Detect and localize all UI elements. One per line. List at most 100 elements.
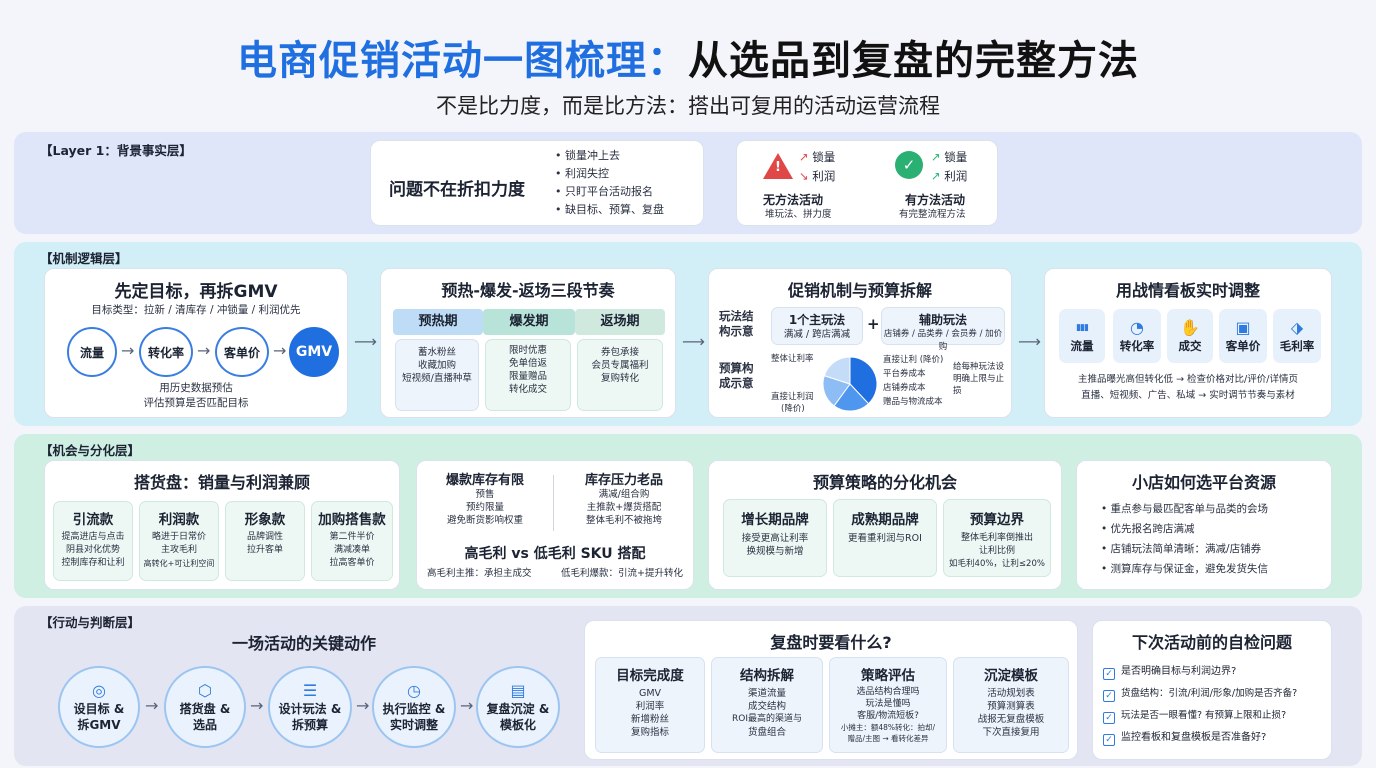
item-profit: 利润款 略进于日常价 主攻毛利 高转化+可让利空间 bbox=[139, 501, 219, 581]
old-block: 库存压力老品 满减/组合购 主推款+爆货搭配 整体毛利不被拖垮 bbox=[584, 473, 663, 526]
metric-margin: ⬗毛利率 bbox=[1273, 309, 1321, 363]
small-shop-bullet: • 测算库存与保证金，避免发货失信 bbox=[1101, 563, 1269, 575]
target-icon: ◎ bbox=[92, 681, 106, 700]
opportunity-label: 【机会与分化层】 bbox=[40, 443, 141, 458]
checkbox-icon: ✓ bbox=[1103, 668, 1115, 680]
pie-left-label-2: 直接让利润 bbox=[771, 392, 814, 402]
good-title: 有方法活动 bbox=[905, 193, 966, 207]
small-shop-card: 小店如何选平台资源 • 重点参与最匹配客单与品类的会场 • 优先报名跨店满减 •… bbox=[1076, 460, 1332, 590]
small-shop-title: 小店如何选平台资源 bbox=[1131, 473, 1276, 492]
metric-traffic: ▮▮▮流量 bbox=[1059, 309, 1105, 363]
mature-brand: 成熟期品牌 更看重利润与ROI bbox=[833, 499, 937, 577]
metric-conversion: ◔转化率 bbox=[1113, 309, 1161, 363]
main-play-box: 1个主玩法 满减 / 跨店满减 bbox=[771, 307, 863, 345]
warning-mark: ! bbox=[775, 160, 781, 175]
pie-left-label-3: (降价) bbox=[781, 404, 805, 414]
phase-return-body: 券包承接 会员专属福利 复购转化 bbox=[577, 339, 663, 411]
assortment-title: 搭货盘：销量与利润兼顾 bbox=[133, 473, 310, 492]
phase-warmup-body: 蓄水粉丝 收藏加购 短视频/直播种草 bbox=[395, 339, 479, 411]
flow-gmv: GMV bbox=[289, 327, 339, 377]
pie-slice bbox=[833, 383, 870, 412]
goal-types: 目标类型：拉新 / 清库存 / 冲锁量 / 利润优先 bbox=[91, 304, 301, 316]
pie-legend-item: 平台券成本 bbox=[883, 369, 926, 379]
metric-deal: ✋成交 bbox=[1167, 309, 1213, 363]
bad-desc: 堆玩法、拼力度 bbox=[765, 209, 832, 220]
dashboard-card: 用战情看板实时调整 ▮▮▮流量 ◔转化率 ✋成交 ▣客单价 ⬗毛利率 主推品曝光… bbox=[1044, 268, 1332, 418]
divider bbox=[553, 475, 554, 531]
bar-chart-icon: ▮▮▮ bbox=[1076, 323, 1089, 333]
step-set-goal: ◎设目标 &拆GMV bbox=[58, 666, 140, 748]
step-arrow: → bbox=[145, 696, 159, 715]
structure-label: 玩法结构示意 bbox=[719, 309, 754, 338]
budget-title: 促销机制与预算拆解 bbox=[787, 281, 932, 300]
phase-return-header: 返场期 bbox=[575, 309, 665, 335]
problem-bullet: • 缺目标、预算、复盘 bbox=[555, 203, 664, 216]
problem-bullet: • 锁量冲上去 bbox=[555, 149, 620, 162]
budget-side-note: 给每种玩法设明确上限与止损 bbox=[953, 362, 1005, 396]
budget-structure-label: 预算构成示意 bbox=[719, 361, 754, 390]
clock-icon: ◷ bbox=[407, 681, 421, 700]
step-arrow: → bbox=[460, 696, 474, 715]
checklist-item: ✓监控看板和复盘模板是否准备好? bbox=[1103, 727, 1331, 749]
section-arrow: ⟶ bbox=[682, 332, 705, 351]
budget-pie bbox=[822, 356, 878, 412]
section-arrow: ⟶ bbox=[1018, 332, 1041, 351]
sku-left: 高毛利主推：承担主成交 bbox=[427, 568, 532, 579]
pie-slice bbox=[849, 356, 878, 405]
review-card: 复盘时要看什么? 目标完成度 GMV 利润率 新增粉丝 复购指标 结构拆解 渠道… bbox=[584, 620, 1078, 760]
pie-chart-icon: ◔ bbox=[1130, 318, 1144, 337]
layer1-label: 【Layer 1：背景事实层】 bbox=[40, 143, 192, 158]
pie-left-label-1: 整体让利率 bbox=[771, 354, 814, 364]
dashboard-title: 用战情看板实时调整 bbox=[1115, 281, 1260, 300]
cash-icon: ▣ bbox=[1235, 318, 1251, 337]
pie-legend-item: 直接让利 (降价) bbox=[883, 355, 944, 365]
checklist-item: ✓是否明确目标与利润边界? bbox=[1103, 661, 1331, 683]
goal-note1: 用历史数据预估 bbox=[159, 382, 233, 394]
item-addon: 加购搭售款 第二件半价 满减凑单 拉高客单价 bbox=[311, 501, 393, 581]
flow-arrow: → bbox=[121, 341, 135, 360]
goal-title: 先定目标，再拆GMV bbox=[114, 282, 278, 302]
good-up: ↗ 锁量 bbox=[931, 150, 968, 164]
strategy-title: 预算策略的分化机会 bbox=[812, 473, 957, 492]
rhythm-card: 预热-爆发-返场三段节奏 预热期 爆发期 返场期 蓄水粉丝 收藏加购 短视频/直… bbox=[380, 268, 676, 418]
assortment-card: 搭货盘：销量与利润兼顾 引流款 提高进店与点击 阴县对化优势 控制库存和让利 利… bbox=[44, 460, 400, 590]
hot-block: 爆款库存有限 预售 预约限量 避免断货影响权重 bbox=[445, 473, 524, 526]
price-tag-icon: ⬗ bbox=[1290, 318, 1304, 337]
checklist-item: ✓货盘结构：引流/利润/形象/加购是否齐备? bbox=[1103, 683, 1331, 705]
flow-aov: 客单价 bbox=[215, 327, 269, 377]
checkbox-icon: ✓ bbox=[1103, 690, 1115, 702]
pie-legend: 直接让利 (降价) 平台券成本 店铺券成本 赠品与物流成本 bbox=[883, 353, 943, 409]
checkbox-icon: ✓ bbox=[1103, 712, 1115, 724]
flow-arrow: → bbox=[273, 341, 287, 360]
item-image: 形象款 品牌调性 拉升客单 bbox=[225, 501, 305, 581]
problem-bullet: • 利润失控 bbox=[555, 167, 609, 180]
goal-note2: 评估预算是否匹配目标 bbox=[143, 397, 249, 409]
check-icon: ✓ bbox=[895, 151, 923, 179]
problem-bullet: • 只盯平台活动报名 bbox=[555, 185, 653, 198]
compare-card: ! ↗ 锁量 ↘ 利润 无方法活动 堆玩法、拼力度 ✓ ↗ 锁量 ↗ 利润 有方… bbox=[736, 140, 998, 226]
section-arrow: ⟶ bbox=[354, 332, 377, 351]
checklist-title: 下次活动前的自检问题 bbox=[1131, 633, 1292, 652]
pie-legend-item: 店铺券成本 bbox=[883, 383, 926, 393]
hand-coin-icon: ✋ bbox=[1180, 318, 1200, 337]
steps-title: 一场活动的关键动作 bbox=[232, 634, 377, 653]
flow-conversion: 转化率 bbox=[139, 327, 193, 377]
action-label: 【行动与判断层】 bbox=[40, 615, 141, 630]
budget-card: 促销机制与预算拆解 玩法结构示意 1个主玩法 满减 / 跨店满减 + 辅助玩法 … bbox=[708, 268, 1012, 418]
checklist-card: 下次活动前的自检问题 ✓是否明确目标与利润边界? ✓货盘结构：引流/利润/形象/… bbox=[1092, 620, 1332, 760]
checklist-items: ✓是否明确目标与利润边界? ✓货盘结构：引流/利润/形象/加购是否齐备? ✓玩法… bbox=[1103, 661, 1331, 749]
dashboard-note2: 直播、短视频、广告、私域 → 实时调节节奏与素材 bbox=[1081, 390, 1295, 401]
review-structure: 结构拆解 渠道流量 成交结构 ROI最高的渠道与 货盘组合 bbox=[711, 657, 823, 753]
plus-sign: + bbox=[867, 315, 880, 333]
phase-warmup-header: 预热期 bbox=[393, 309, 483, 335]
review-strategy: 策略评估 选品结构合理吗 玩法是懂吗 客服/物流短板? 小摊主：额48%转化：拍… bbox=[829, 657, 947, 753]
growth-brand: 增长期品牌 接受更高让利率 换规模与新增 bbox=[723, 499, 827, 577]
page-subtitle: 不是比力度，而是比方法：搭出可复用的活动运营流程 bbox=[436, 94, 940, 118]
problem-bullets: • 锁量冲上去 • 利润失控 • 只盯平台活动报名 • 缺目标、预算、复盘 bbox=[555, 147, 664, 219]
box-icon: ⬡ bbox=[198, 681, 212, 700]
pie-slice bbox=[823, 356, 851, 385]
metric-aov: ▣客单价 bbox=[1219, 309, 1267, 363]
sku-right: 低毛利爆款：引流+提升转化 bbox=[561, 568, 683, 579]
review-goal: 目标完成度 GMV 利润率 新增粉丝 复购指标 bbox=[595, 657, 705, 753]
problem-title: 问题不在折扣力度 bbox=[389, 180, 525, 200]
